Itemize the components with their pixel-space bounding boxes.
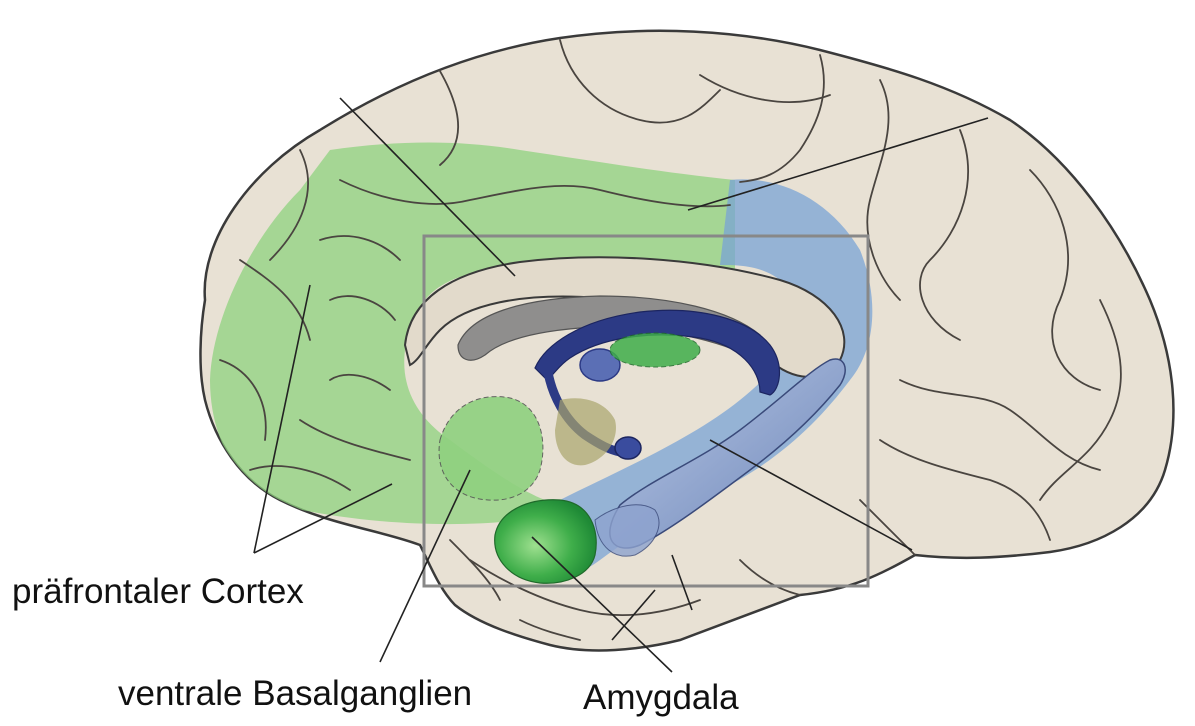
label-ventral-basal-ganglia: ventrale Basalganglien xyxy=(118,674,473,713)
label-prefrontal-cortex: präfrontaler Cortex xyxy=(12,572,304,611)
sulci-lines xyxy=(219,39,1122,641)
mammillary-body-lower xyxy=(614,436,642,460)
cingulate-region xyxy=(545,179,873,577)
hypothalamus-region xyxy=(555,398,616,466)
ventral-basal-ganglia-region xyxy=(438,396,544,501)
prefrontal-region xyxy=(210,142,735,525)
leader-lines xyxy=(253,97,989,673)
thalamic-green-nucleus xyxy=(609,332,701,368)
label-amygdala: Amygdala xyxy=(583,678,739,717)
focus-frame xyxy=(422,234,870,588)
mammillary-body-upper xyxy=(579,348,621,382)
amygdala-region xyxy=(494,499,597,584)
fornix xyxy=(534,309,780,396)
